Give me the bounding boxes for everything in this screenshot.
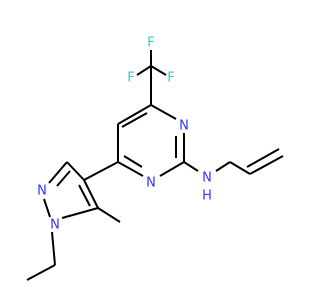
bond-pz-c5-c4 (83, 179, 99, 209)
structure-svg: F F F N N N H N N (26, 36, 284, 281)
bond-n-ethyl (51, 231, 56, 266)
bond-pz-n1-c5 (61, 207, 99, 219)
atom-n-pyrimidine-lower: N (146, 176, 156, 191)
atom-f-top: F (147, 36, 154, 51)
atom-n-pyrimidine-upper: N (179, 119, 189, 134)
bond-c-f-left (136, 65, 152, 76)
atom-n-pyrazole-2: N (37, 184, 47, 199)
atom-f-left: F (127, 71, 134, 86)
bond-n1-c2 (159, 161, 185, 177)
bond-pz-c3-n2-inner (56, 170, 71, 187)
bond-pz-c3-n2 (48, 161, 68, 184)
bond-c6-n1 (117, 161, 144, 177)
bond-c6-n1-inner (123, 155, 143, 168)
atom-n-amine: N (202, 171, 212, 186)
bond-c4-c5-inner (121, 112, 148, 128)
bond-nh-ch2 (215, 161, 231, 172)
atom-h-amine: H (202, 189, 212, 204)
atom-f-right: F (167, 71, 174, 86)
bond-ch-ch2-double-b (246, 148, 280, 168)
bond-ethyl-cc (26, 264, 56, 281)
bond-pz-c4-c3 (66, 161, 85, 181)
bond-methyl (97, 207, 121, 223)
bond-c-f-right (150, 65, 167, 76)
bond-c2-nh (183, 161, 199, 172)
bond-n3-c4 (150, 104, 177, 120)
atom-labels: F F F N N N H N N (37, 36, 212, 233)
bond-ch-ch2-double-a (249, 155, 284, 175)
bond-pz-n2-n1 (43, 198, 51, 218)
bond-ch2-ch (229, 161, 251, 175)
bonds (26, 50, 284, 281)
bond-c4-c5 (117, 104, 152, 125)
atom-n-pyrazole-1: N (50, 218, 60, 233)
molecule-diagram: F F F N N N H N N (26, 36, 284, 281)
bond-ring-pyrazole (83, 161, 119, 181)
bond-pz-c5-c4-inner (78, 184, 91, 207)
